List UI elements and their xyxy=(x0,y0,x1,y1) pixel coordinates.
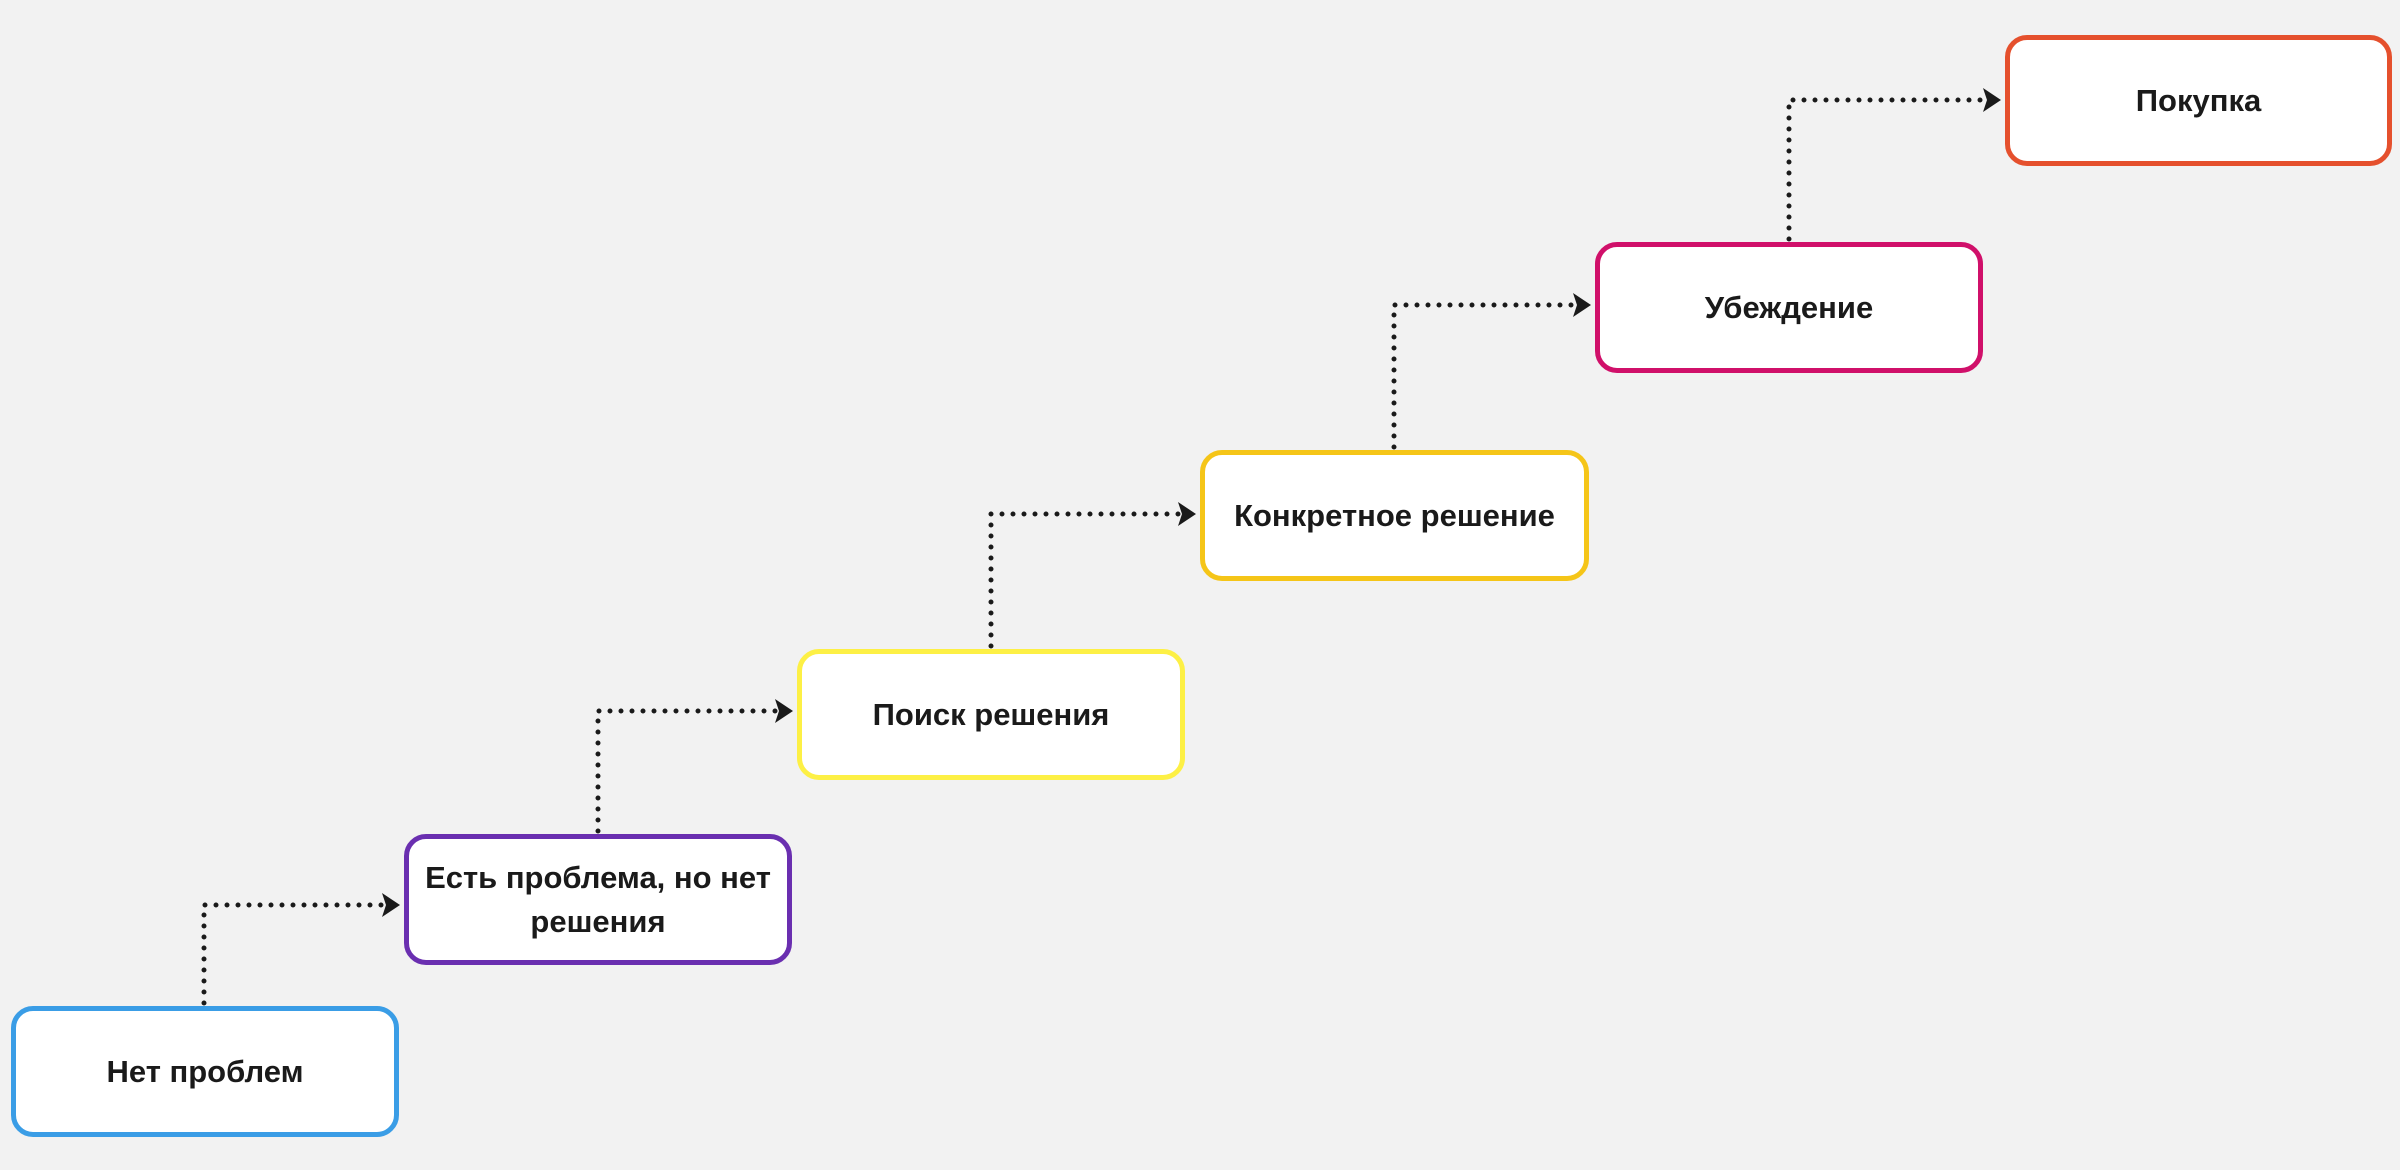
stage-label: Конкретное решение xyxy=(1234,497,1555,533)
connector-1-2 xyxy=(201,893,400,1006)
connector-3-4 xyxy=(988,502,1196,649)
connector-5-6 xyxy=(1786,88,2001,242)
stage-label: Покупка xyxy=(2135,82,2262,118)
stage-box-no-problem[interactable]: Нет проблем xyxy=(11,1006,399,1137)
connector-2-3 xyxy=(595,699,793,834)
stage-box-search-solution[interactable]: Поиск решения xyxy=(797,649,1185,780)
stage-box-problem-no-solution[interactable]: Есть проблема, но нет решения xyxy=(404,834,792,965)
stage-box-specific-solution[interactable]: Конкретное решение xyxy=(1200,450,1589,581)
stage-box-purchase[interactable]: Покупка xyxy=(2005,35,2392,166)
stage-label: Поиск решения xyxy=(872,696,1110,732)
stage-label: Нет проблем xyxy=(106,1053,304,1089)
connector-4-5 xyxy=(1391,293,1591,450)
stage-label: Есть проблема, но нет решения xyxy=(425,859,771,939)
stage-label: Убеждение xyxy=(1704,289,1874,325)
stage-box-conviction[interactable]: Убеждение xyxy=(1595,242,1983,373)
